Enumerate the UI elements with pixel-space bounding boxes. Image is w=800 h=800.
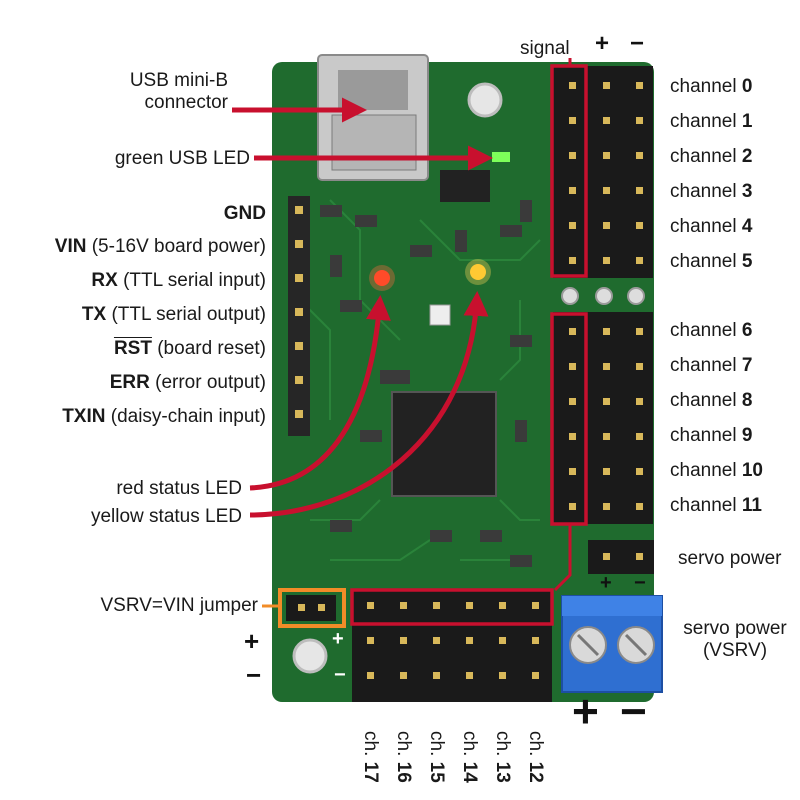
left-minus-sign: − xyxy=(246,660,262,690)
usb-connector xyxy=(317,54,429,181)
yellow-led-arrow xyxy=(249,291,489,518)
bottom-channel-label-14: ch. 14 xyxy=(459,731,480,783)
txin-label: TXIN (daisy-chain input) xyxy=(62,406,266,427)
vsrv-vin-jumper xyxy=(286,595,336,621)
board-minus-sign: − xyxy=(334,664,346,686)
channel-label-9: channel 9 xyxy=(670,425,753,446)
gnd-label: GND xyxy=(223,203,266,224)
via-hole-3 xyxy=(627,287,645,305)
servo-power-terminal-block xyxy=(561,595,663,693)
channel-label-3: channel 3 xyxy=(670,181,753,202)
passive-components xyxy=(320,200,532,567)
small-ic xyxy=(440,170,490,202)
bottom-channel-label-13: ch. 13 xyxy=(492,731,513,783)
err-label: ERR (error output) xyxy=(109,372,266,393)
left-plus-sign: + xyxy=(244,626,260,656)
rx-label: RX (TTL serial input) xyxy=(91,270,266,291)
yellow-status-led xyxy=(470,264,486,280)
green-usb-led xyxy=(492,152,510,162)
red-status-led xyxy=(374,270,390,286)
channel-label-5: channel 5 xyxy=(670,251,753,272)
bottom-channel-label-16: ch. 16 xyxy=(393,731,414,783)
green-usb-led-label: green USB LED xyxy=(114,148,250,169)
vsrv-vin-jumper-label: VSRV=VIN jumper xyxy=(100,595,258,616)
channel-label-6: channel 6 xyxy=(670,320,753,341)
reset-pad xyxy=(429,304,451,326)
yellow-status-led-label: yellow status LED xyxy=(90,506,242,527)
servo-power-header xyxy=(588,540,654,574)
header-minus-sign: − xyxy=(630,30,645,57)
channel-label-8: channel 8 xyxy=(670,390,753,411)
via-hole-2 xyxy=(595,287,613,305)
rst-label: RST (board reset) xyxy=(113,338,266,359)
channel-label-2: channel 2 xyxy=(670,146,753,167)
header-plus-sign: + xyxy=(595,30,610,57)
bottom-channel-label-17: ch. 17 xyxy=(360,731,381,783)
channel-label-11: channel 11 xyxy=(670,495,762,516)
red-status-led-label: red status LED xyxy=(116,478,242,499)
vin-label: VIN (5-16V board power) xyxy=(54,236,266,257)
bottom-channel-label-15: ch. 15 xyxy=(426,731,447,783)
servo-power-minus-sign: − xyxy=(634,572,646,594)
vsrv-jumper-highlight xyxy=(278,588,346,628)
signal-group-3-highlight xyxy=(350,588,554,626)
signal-group-link xyxy=(553,524,572,592)
terminal-minus-sign: − xyxy=(620,685,647,737)
channel-label-10: channel 10 xyxy=(670,460,763,481)
servo-headers-right xyxy=(553,66,653,524)
left-pin-header xyxy=(288,196,310,436)
mount-hole-bottom xyxy=(292,638,328,674)
channel-label-4: channel 4 xyxy=(670,216,753,237)
channel-label-0: channel 0 xyxy=(670,76,753,97)
usb-connector-label: USB mini-B connector xyxy=(129,70,228,113)
terminal-plus-sign: + xyxy=(572,685,599,737)
tx-label: TX (TTL serial output) xyxy=(81,304,266,325)
board-plus-sign: + xyxy=(332,628,344,650)
servo-headers-bottom xyxy=(352,590,552,702)
channel-label-1: channel 1 xyxy=(670,111,753,132)
bottom-channel-label-12: ch. 12 xyxy=(525,731,546,783)
servo-power-vsrv-label: servo power (VSRV) xyxy=(683,618,787,661)
channel-label-7: channel 7 xyxy=(670,355,753,376)
servo-power-label: servo power xyxy=(678,548,782,569)
red-led-arrow xyxy=(249,295,391,491)
servo-power-plus-sign: + xyxy=(600,572,612,594)
signal-label: signal xyxy=(520,38,570,59)
via-hole-1 xyxy=(561,287,579,305)
mount-hole-top xyxy=(467,82,503,118)
